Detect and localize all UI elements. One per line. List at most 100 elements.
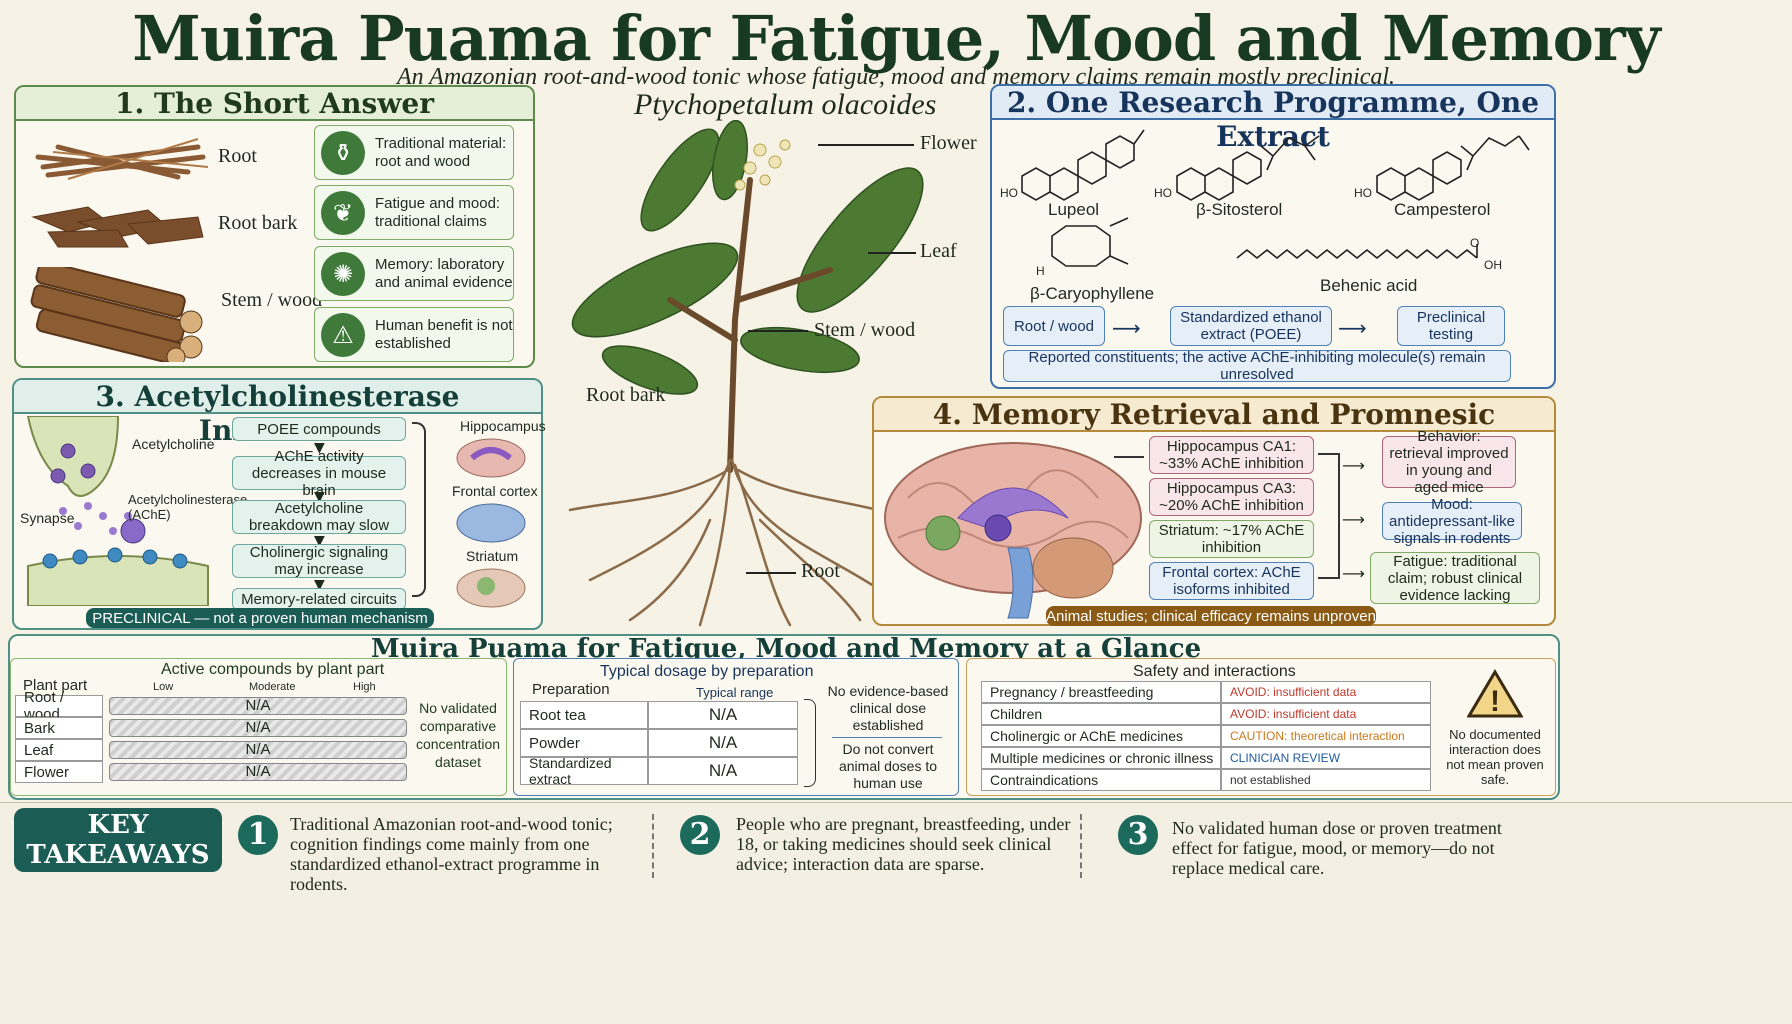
root-bark-label: Root bark	[218, 212, 298, 234]
stem-wood-label: Stem / wood	[221, 289, 323, 311]
safety-row-item: Pregnancy / breastfeeding	[981, 681, 1221, 703]
hippocampus-icon	[456, 438, 526, 478]
takeaway-number-2: 2	[680, 815, 720, 855]
flower-pointer	[818, 144, 914, 146]
step-memory-circuits: Memory-related circuits	[232, 588, 406, 610]
region-striatum: Striatum	[466, 548, 519, 564]
dosage-bracket	[804, 699, 816, 787]
compound-caryophyllene: β-Caryophyllene	[1030, 284, 1155, 303]
root-plant-label: Root	[801, 560, 840, 582]
dosage-range-tea: N/A	[648, 701, 798, 729]
dosage-row-extract: Standardized extract	[520, 755, 648, 787]
striatum-icon	[456, 568, 526, 608]
safety-row-status: not established	[1221, 769, 1431, 791]
dosage-header-prep: Preparation	[532, 681, 610, 698]
compound-row-flower: Flower	[15, 761, 103, 783]
panel-research-title: 2. One Research Programme, One Extract	[992, 86, 1554, 153]
dosage-section: Typical dosage by preparation Preparatio…	[513, 658, 959, 796]
card-traditional-material: ⚱Traditional material: root and wood	[314, 125, 514, 180]
panel-ache-inhibition: 3. Acetylcholinesterase Inhibition Acety…	[12, 378, 546, 630]
dosage-row-powder: Powder	[520, 729, 648, 757]
step-poee: POEE compounds	[232, 417, 406, 441]
flow-root-wood: Root / wood	[1003, 306, 1105, 346]
outcome-fatigue: Fatigue: traditional claim; robust clini…	[1370, 552, 1540, 604]
dosage-header-range: Typical range	[696, 685, 774, 700]
flower-label: Flower	[920, 132, 977, 154]
outcome-arrow-3: ⟶	[1342, 564, 1365, 583]
region-ca3: Hippocampus CA3: ~20% AChE inhibition	[1149, 478, 1314, 516]
safety-row-item: Contraindications	[981, 769, 1221, 791]
brain-connector-lines	[1114, 456, 1144, 576]
root-label: Root	[218, 145, 257, 167]
region-frontal-ache: Frontal cortex: AChE isoforms inhibited	[1149, 562, 1314, 600]
dosage-divider	[832, 737, 942, 738]
sitosterol-ho: HO	[1154, 186, 1172, 200]
step-ache-decreases: AChE activity decreases in mouse brain	[232, 448, 406, 499]
mortar-pestle-icon: ⚱	[321, 130, 365, 175]
compound-sitosterol: β-Sitosterol	[1196, 200, 1283, 219]
regions-bracket	[412, 422, 426, 597]
outcome-behavior: Behavior: retrieval improved in young an…	[1382, 428, 1516, 496]
root-bark-image	[31, 206, 204, 248]
campesterol-ho: HO	[1354, 186, 1372, 200]
compound-structures	[1021, 129, 1530, 267]
region-ca1: Hippocampus CA1: ~33% AChE inhibition	[1149, 436, 1314, 474]
lupeol-ho: HO	[1000, 186, 1018, 200]
flow-preclinical: Preclinical testing	[1397, 306, 1505, 346]
flow-arrow-2: ⟶	[1338, 316, 1367, 340]
brain-icon: ✺	[321, 251, 365, 296]
dosage-note-1: No evidence-based clinical dose establis…	[827, 683, 949, 733]
flow-arrow-1: ⟶	[1112, 316, 1141, 340]
synapse-label: Synapse	[20, 510, 75, 526]
svg-text:!: !	[1490, 685, 1500, 718]
key-takeaways-strip	[0, 802, 1792, 1024]
compound-behenic-acid: Behenic acid	[1320, 276, 1418, 295]
root-pointer	[746, 572, 796, 574]
panel-research-programme: 2. One Research Programme, One Extract H…	[990, 84, 1556, 389]
safety-title: Safety and interactions	[1133, 663, 1296, 680]
leaf-icon: ❦	[321, 190, 365, 235]
root-bark-plant-label: Root bark	[586, 384, 666, 406]
page-title: Muira Puama for Fatigue, Mood and Memory	[132, 2, 1660, 75]
safety-section: Safety and interactions Pregnancy / brea…	[966, 658, 1556, 796]
key-takeaways-label: KEY TAKEAWAYS	[14, 808, 222, 872]
stem-pointer	[748, 330, 808, 332]
safety-row-status: CLINICIAN REVIEW	[1221, 747, 1431, 769]
outcomes-bracket	[1318, 453, 1340, 579]
behenic-oh: OH	[1484, 258, 1502, 272]
takeaway-number-3: 3	[1118, 815, 1158, 855]
takeaway-text-1: Traditional Amazonian root-and-wood toni…	[290, 814, 613, 894]
panel-short-answer: 1. The Short Answer Root Root bark Stem …	[14, 85, 535, 368]
synapse-illustration	[26, 416, 209, 606]
plant-name: Ptychopetalum olacoides	[634, 88, 937, 121]
compound-row-leaf: Leaf	[15, 739, 103, 761]
safety-row-status: AVOID: insufficient data	[1221, 703, 1431, 725]
panel-memory-retrieval: 4. Memory Retrieval and Promnesic Effect…	[872, 396, 1556, 626]
panel-ache-title: 3. Acetylcholinesterase Inhibition	[14, 380, 541, 447]
scale-moderate: Moderate	[249, 681, 296, 693]
region-striatum-ache: Striatum: ~17% AChE inhibition	[1149, 520, 1314, 558]
compound-bar-leaf: N/A	[109, 741, 407, 759]
panel-at-a-glance: Muira Puama for Fatigue, Mood and Memory…	[8, 634, 1560, 800]
behenic-o: O	[1470, 236, 1480, 250]
dosage-note-2: Do not convert animal doses to human use	[838, 741, 938, 791]
scale-high: High	[353, 681, 376, 693]
stem-label: Stem / wood	[814, 319, 916, 341]
step-breakdown: Acetylcholine breakdown may slow	[232, 500, 406, 534]
dosage-row-tea: Root tea	[520, 701, 648, 729]
preclinical-badge: PRECLINICAL — not a proven human mechani…	[86, 608, 434, 628]
safety-row-item: Cholinergic or AChE medicines	[981, 725, 1221, 747]
safety-row-item: Multiple medicines or chronic illness	[981, 747, 1221, 769]
flow-poee: Standardized ethanol extract (POEE)	[1170, 306, 1332, 346]
outcome-arrow-2: ⟶	[1342, 510, 1365, 529]
warning-icon: ⚠	[321, 312, 365, 357]
compounds-title: Active compounds by plant part	[161, 661, 385, 678]
step-arrow-1: ▼	[314, 440, 325, 456]
animal-studies-badge: Animal studies; clinical efficacy remain…	[1046, 606, 1376, 626]
compound-campesterol: Campesterol	[1394, 200, 1491, 219]
step-arrow-2: ▼	[314, 489, 325, 505]
dosage-title: Typical dosage by preparation	[600, 663, 814, 680]
compound-row-root: Root / wood	[15, 689, 103, 723]
panel-memory-title: 4. Memory Retrieval and Promnesic Effect…	[874, 398, 1554, 465]
caryophyllene-h: H	[1036, 264, 1045, 278]
